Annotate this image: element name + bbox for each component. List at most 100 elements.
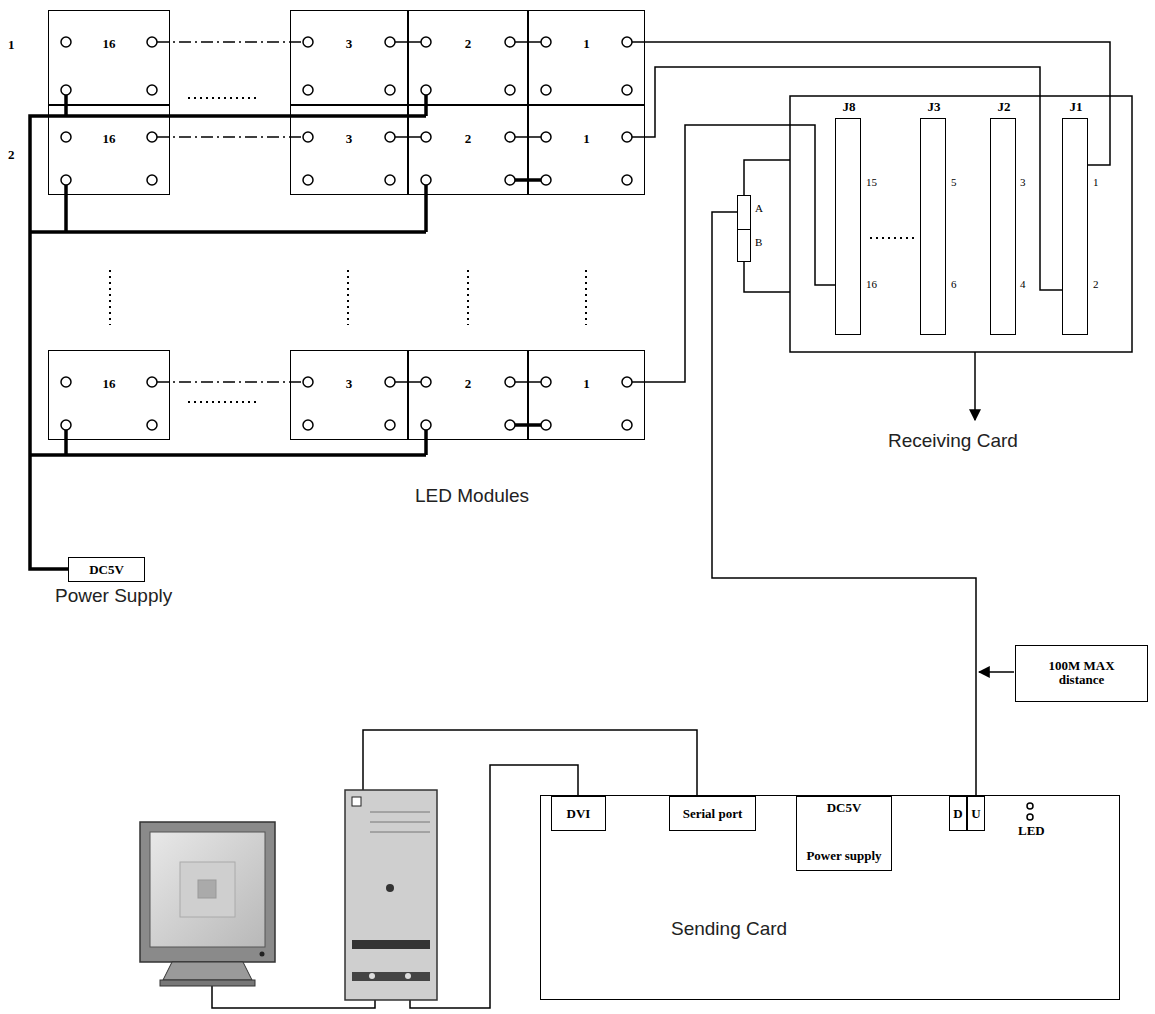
led-module: 2 xyxy=(408,10,528,105)
module-terminal xyxy=(61,420,71,430)
connector-name: J2 xyxy=(981,100,1027,115)
module-terminal xyxy=(505,175,515,185)
led-module: 1 xyxy=(528,350,645,440)
pin-number: 15 xyxy=(866,176,877,189)
module-terminal xyxy=(505,37,515,47)
ellipsis xyxy=(110,98,918,402)
module-terminal xyxy=(61,175,71,185)
pin-number: 4 xyxy=(1020,278,1026,291)
row-number: LED xyxy=(1018,824,1045,839)
module-terminal xyxy=(61,132,71,142)
module-chain-cable xyxy=(157,41,303,43)
part-label: Power Supply xyxy=(55,585,172,607)
module-terminal xyxy=(622,132,632,142)
module-terminal xyxy=(505,132,515,142)
card-title: Sending Card xyxy=(671,918,787,940)
module-terminal xyxy=(147,420,157,430)
module-number: 1 xyxy=(529,377,644,392)
connector-name: J1 xyxy=(1053,100,1099,115)
module-number: 1 xyxy=(529,37,644,52)
part-label: LED Modules xyxy=(415,485,529,507)
connector-header: J1 xyxy=(1062,118,1088,335)
module-terminal xyxy=(61,85,71,95)
module-terminal xyxy=(385,85,395,95)
data-cable xyxy=(632,42,1110,165)
module-terminal xyxy=(385,377,395,387)
module-terminal xyxy=(541,37,551,47)
module-chain-cable xyxy=(157,136,303,138)
box-text: D xyxy=(953,806,962,821)
port-u: U xyxy=(967,796,985,831)
module-number: 1 xyxy=(529,132,644,147)
module-number: 3 xyxy=(291,377,407,392)
pin-number: 6 xyxy=(951,278,957,291)
module-terminal xyxy=(303,37,313,47)
module-terminal xyxy=(421,420,431,430)
module-terminal xyxy=(421,132,431,142)
module-terminal xyxy=(421,175,431,185)
computer-illustration xyxy=(345,790,437,1000)
module-terminal xyxy=(505,85,515,95)
module-terminal xyxy=(385,175,395,185)
connector-header: J2 xyxy=(990,118,1016,335)
network-port: AB xyxy=(737,195,751,262)
port-name: B xyxy=(755,236,762,249)
distance-note-box: 100M MAX distance xyxy=(1015,645,1148,702)
led-module: 3 xyxy=(290,10,408,105)
module-number: 3 xyxy=(291,37,407,52)
module-terminal xyxy=(622,377,632,387)
led-dot xyxy=(1027,814,1033,820)
leader-arrow xyxy=(974,352,976,420)
serial-cable xyxy=(363,730,697,795)
module-terminal xyxy=(421,85,431,95)
module-terminal xyxy=(147,377,157,387)
row-number: 2 xyxy=(8,148,15,163)
pin-number: 5 xyxy=(951,176,957,189)
row-number: 1 xyxy=(8,38,15,53)
led-module: 16 xyxy=(48,350,170,440)
module-terminal xyxy=(147,175,157,185)
power-supply-box: DC5VPower supply xyxy=(796,796,892,871)
box-text: Serial port xyxy=(683,806,743,821)
box-text: U xyxy=(971,806,980,821)
module-terminal xyxy=(61,377,71,387)
pin-number: 2 xyxy=(1093,278,1099,291)
led-module: 1 xyxy=(528,10,645,105)
power-supply-box: DC5V xyxy=(68,557,145,582)
serial-port: Serial port xyxy=(669,796,756,831)
module-terminal xyxy=(385,132,395,142)
module-terminal xyxy=(303,85,313,95)
module-number: 16 xyxy=(49,132,169,147)
module-number: 16 xyxy=(49,37,169,52)
box-text: DC5V xyxy=(89,562,124,577)
module-terminal xyxy=(421,377,431,387)
supply-voltage: DC5V xyxy=(797,801,891,816)
led-module: 1 xyxy=(528,105,645,195)
module-terminal xyxy=(541,377,551,387)
leader-arrow xyxy=(979,671,1014,673)
module-terminal xyxy=(622,420,632,430)
module-terminal xyxy=(61,37,71,47)
module-terminal xyxy=(505,420,515,430)
pin-number: 16 xyxy=(866,278,877,291)
led-module: 16 xyxy=(48,105,170,195)
led-module: 2 xyxy=(408,105,528,195)
module-terminal xyxy=(622,37,632,47)
card-wire xyxy=(744,160,790,195)
connector-header: J3 xyxy=(920,118,946,335)
module-chain-cable xyxy=(157,381,303,383)
module-terminal xyxy=(303,132,313,142)
data-cable xyxy=(632,125,835,382)
module-terminal xyxy=(303,175,313,185)
pin-number: 1 xyxy=(1093,176,1099,189)
module-number: 16 xyxy=(49,377,169,392)
module-terminal xyxy=(622,85,632,95)
module-terminal xyxy=(421,37,431,47)
module-terminal xyxy=(303,377,313,387)
module-terminal xyxy=(622,175,632,185)
module-number: 2 xyxy=(409,132,527,147)
module-terminal xyxy=(541,175,551,185)
port-name: A xyxy=(755,202,763,215)
monitor-illustration xyxy=(140,822,275,986)
